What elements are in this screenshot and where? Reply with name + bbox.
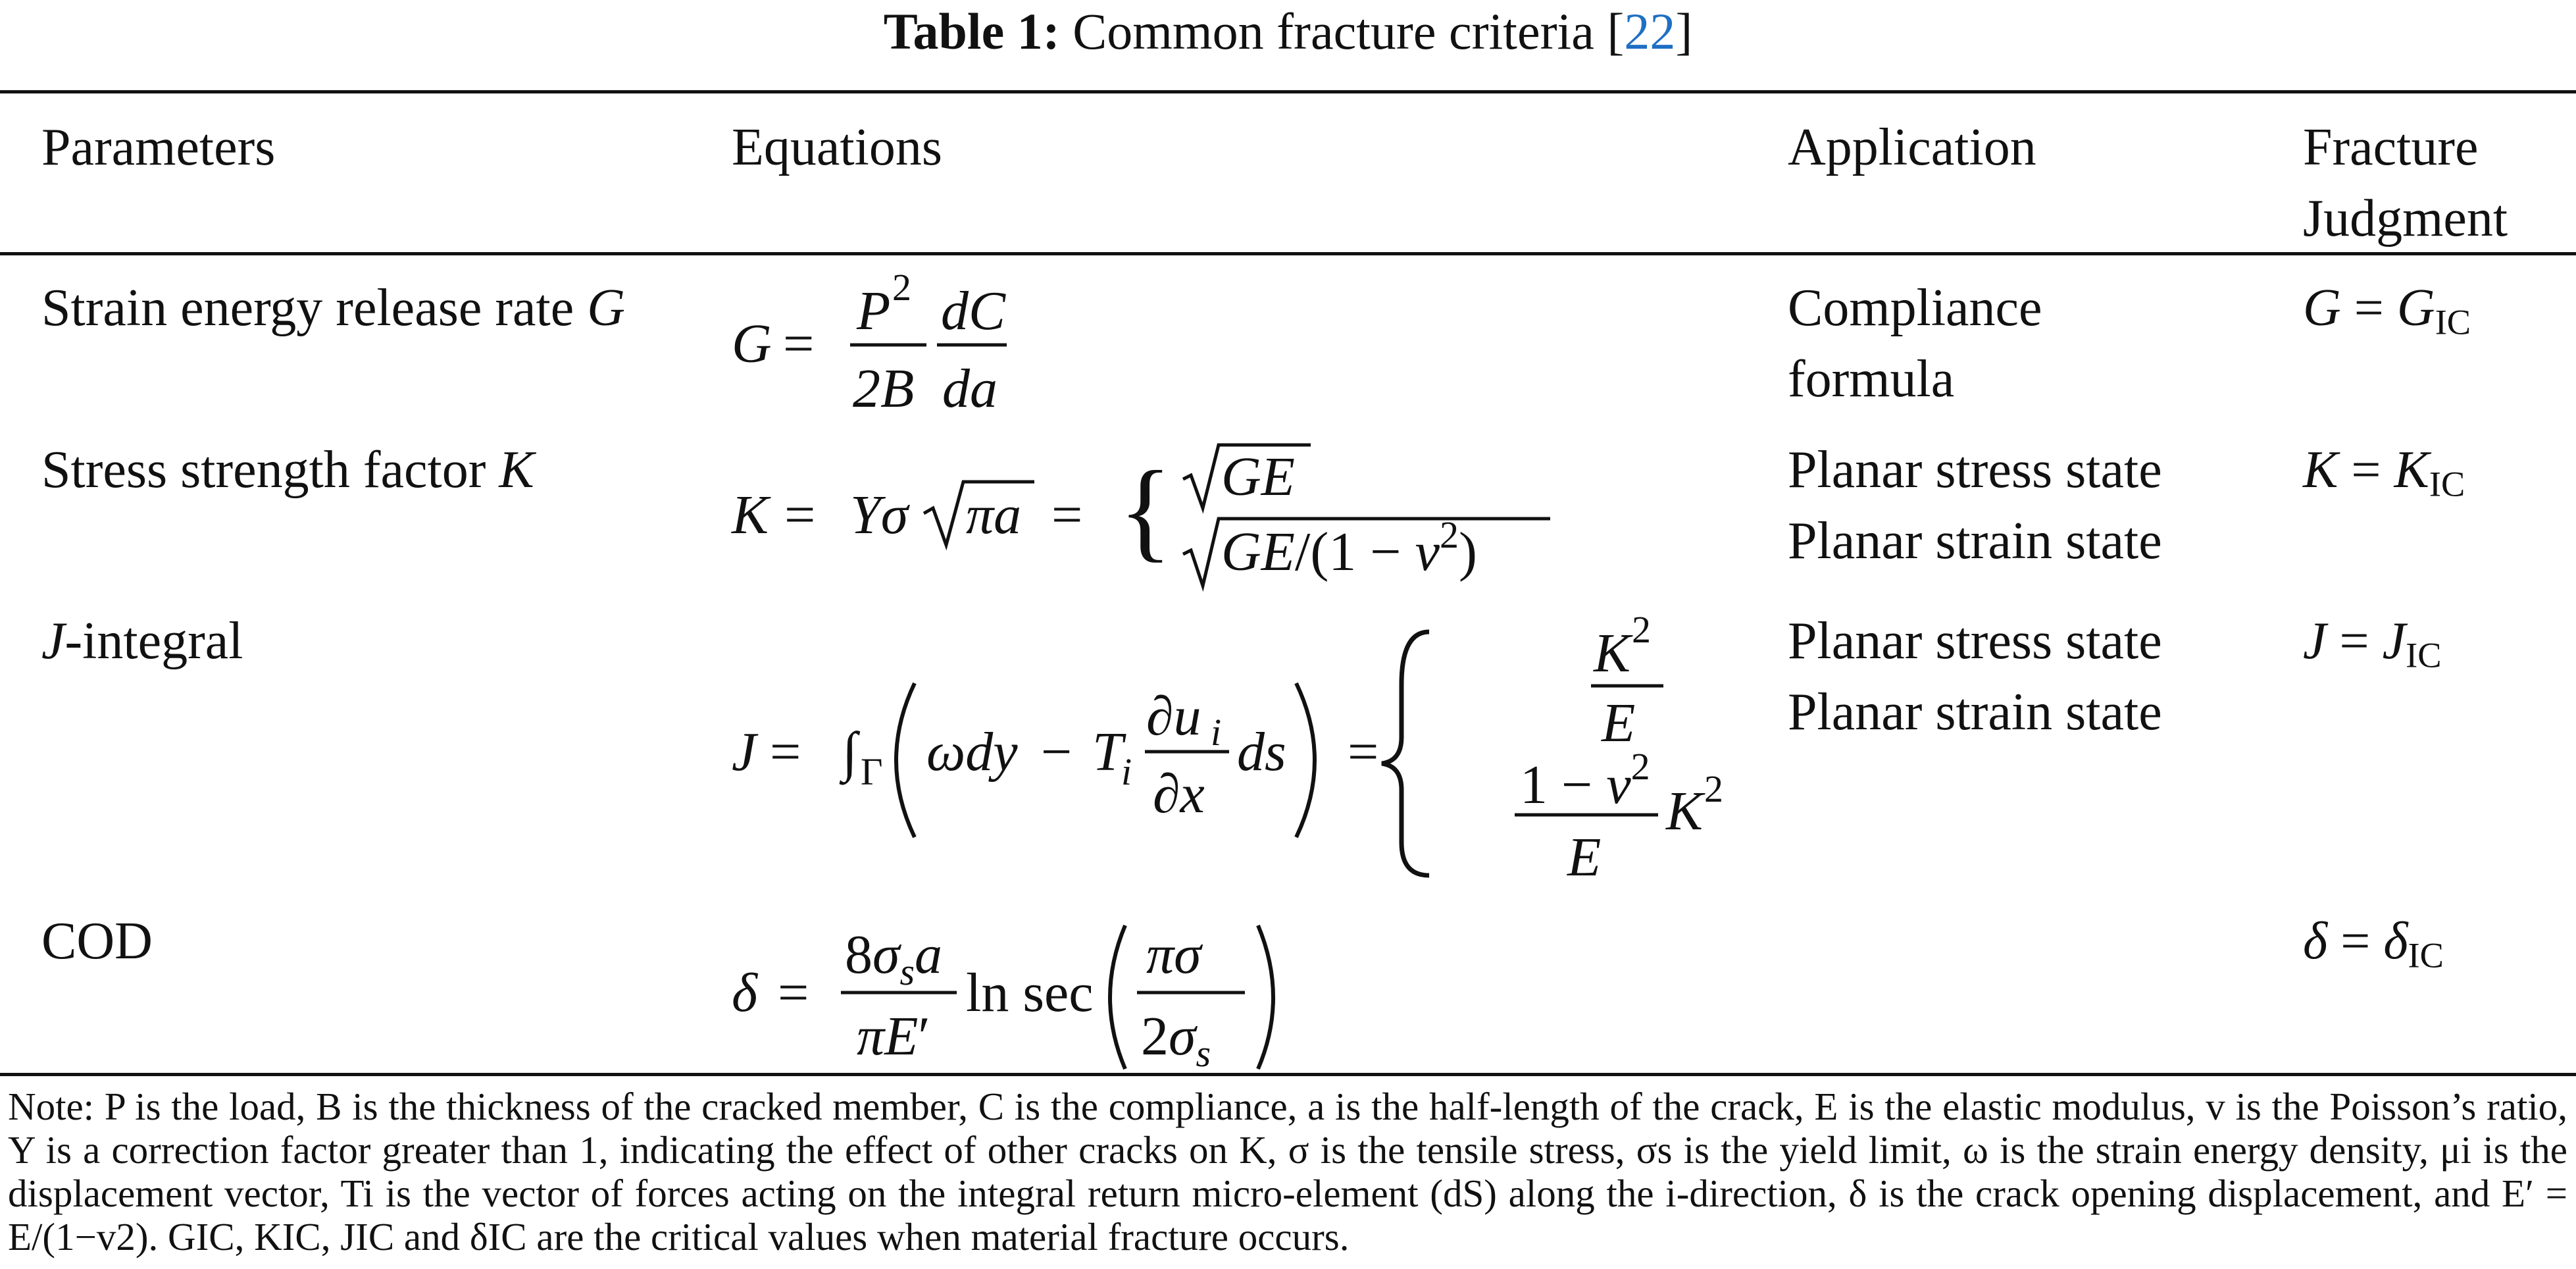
application-line: Planar stress state — [1788, 612, 2162, 670]
svg-text:ωdy: ωdy — [926, 721, 1018, 783]
header-judgment-line2: Judgment — [2303, 190, 2508, 247]
parameter-text: -integral — [64, 612, 243, 670]
judgment-subscript: IC — [2429, 464, 2465, 504]
judgment-symbol: G — [2303, 279, 2341, 337]
svg-text:K: K — [1593, 623, 1633, 684]
application-line: formula — [1788, 350, 1955, 408]
table-row-parameter: J-integral — [41, 606, 243, 677]
svg-text:8σsa: 8σsa — [845, 924, 942, 993]
header-judgment-line1: Fracture — [2303, 118, 2479, 176]
table-row-parameter: Strain energy release rate G — [41, 272, 625, 344]
svg-text:=: = — [783, 313, 814, 375]
judgment-symbol: J — [2303, 612, 2327, 670]
table-row-application: Planar stress state Planar strain state — [1788, 606, 2162, 748]
svg-text:i: i — [1211, 711, 1221, 754]
parameter-text: Strain energy release rate — [41, 279, 588, 337]
svg-text:2B: 2B — [853, 358, 914, 419]
equation-cod: δ = 8σsa πE′ ln sec πσ 2σs — [732, 899, 1324, 1080]
equation-energy-release-rate: G = P 2 2B dC da — [732, 263, 1074, 438]
header-parameters: Parameters — [41, 118, 276, 176]
parameter-text: Stress strength factor — [41, 441, 499, 499]
svg-text:ln sec: ln sec — [966, 962, 1094, 1023]
header-rule — [0, 252, 2576, 255]
svg-text:GE/(1 − v2): GE/(1 − v2) — [1221, 513, 1477, 583]
svg-text:∫: ∫ — [839, 721, 861, 785]
parameter-symbol: J — [41, 612, 65, 670]
svg-text:πa: πa — [966, 484, 1021, 546]
svg-text:P: P — [856, 280, 890, 342]
svg-text:T: T — [1092, 721, 1126, 783]
table-row-parameter: Stress strength factor K — [41, 434, 534, 505]
svg-text:δ: δ — [732, 962, 759, 1023]
judgment-subscript: IC — [2408, 935, 2444, 975]
judgment-symbol-critical: G — [2396, 279, 2435, 337]
svg-text:2: 2 — [1704, 767, 1723, 810]
equation-j-integral: J = ∫ Γ ωdy − T i ∂u i ∂x ds = K 2 E 1 −… — [732, 606, 1758, 898]
svg-text:J: J — [732, 721, 759, 783]
svg-text:G: G — [732, 313, 772, 375]
caption-close: ] — [1675, 3, 1693, 60]
svg-text:dC: dC — [941, 280, 1006, 342]
application-line: Planar strain state — [1788, 512, 2162, 570]
parameter-symbol: K — [499, 441, 534, 499]
table-row-application: Planar stress state Planar strain state — [1788, 434, 2162, 577]
table-caption: Table 1: Common fracture criteria [22] — [0, 0, 2576, 66]
svg-text:2: 2 — [892, 266, 911, 309]
svg-text:=: = — [778, 962, 809, 1023]
citation-link[interactable]: 22 — [1624, 3, 1676, 60]
application-line: Compliance — [1788, 279, 2042, 337]
equation-stress-intensity: K = Yσ πa = { GE GE/(1 − v2) — [731, 434, 1587, 602]
bottom-rule — [0, 1073, 2576, 1076]
svg-text:2: 2 — [1632, 608, 1651, 651]
judgment-symbol: K — [2303, 441, 2338, 499]
svg-text:ds: ds — [1237, 721, 1286, 783]
svg-text:2σs: 2σs — [1141, 1006, 1211, 1075]
judgment-symbol: δ — [2303, 912, 2328, 970]
parameter-symbol: G — [587, 279, 625, 337]
caption-label: Table 1: — [883, 3, 1060, 60]
header-equations: Equations — [732, 118, 942, 176]
table-row-judgment: J = JIC — [2303, 612, 2442, 675]
svg-text:=: = — [770, 721, 801, 783]
svg-text:1 − v2: 1 − v2 — [1520, 745, 1650, 816]
svg-text:=: = — [1348, 721, 1378, 783]
svg-text:{: { — [1119, 448, 1173, 572]
svg-text:πE′: πE′ — [857, 1006, 930, 1067]
table-row-application: Compliance formula — [1788, 272, 2042, 415]
judgment-symbol-critical: K — [2394, 441, 2429, 499]
svg-text:∂x: ∂x — [1153, 764, 1205, 825]
svg-text:i: i — [1121, 750, 1132, 793]
caption-text: Common fracture criteria [ — [1073, 3, 1625, 60]
svg-text:=: = — [1051, 484, 1082, 546]
header-judgment: Fracture Judgment — [2303, 112, 2508, 254]
svg-text:GE: GE — [1221, 446, 1295, 507]
svg-text:K: K — [731, 484, 771, 546]
judgment-subscript: IC — [2406, 635, 2442, 675]
svg-text:K: K — [1665, 781, 1705, 842]
svg-text:Γ: Γ — [861, 750, 883, 793]
svg-text:Yσ: Yσ — [850, 484, 911, 546]
application-line: Planar strain state — [1788, 683, 2162, 741]
top-rule — [0, 90, 2576, 93]
table-row-judgment: G = GIC — [2303, 279, 2471, 342]
table-row-judgment: K = KIC — [2303, 441, 2465, 504]
application-line: Planar stress state — [1788, 441, 2162, 499]
svg-text:=: = — [784, 484, 815, 546]
judgment-subscript: IC — [2435, 302, 2471, 342]
svg-text:πσ: πσ — [1146, 924, 1203, 985]
svg-text:E: E — [1601, 692, 1635, 754]
header-application: Application — [1788, 118, 2036, 176]
svg-text:E: E — [1567, 827, 1601, 888]
judgment-symbol-critical: δ — [2383, 912, 2408, 970]
svg-text:∂u: ∂u — [1146, 686, 1201, 747]
table-note: Note: P is the load, B is the thickness … — [8, 1085, 2567, 1258]
table-row-judgment: δ = δIC — [2303, 912, 2444, 975]
table-row-parameter: COD — [41, 912, 153, 970]
svg-text:da: da — [942, 358, 998, 419]
judgment-symbol-critical: J — [2382, 612, 2406, 670]
svg-text:−: − — [1041, 721, 1072, 783]
